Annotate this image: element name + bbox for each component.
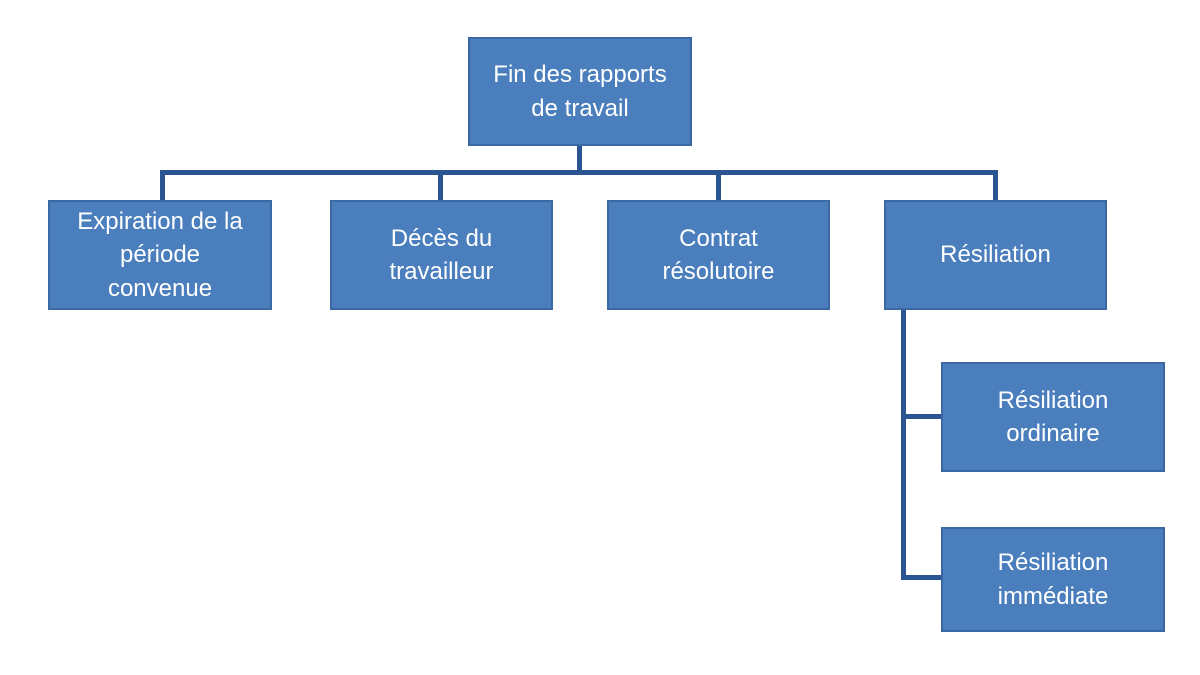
connector-stub-ordinaire (901, 414, 941, 419)
node-fin-des-rapports: Fin des rapports de travail (468, 37, 692, 146)
connector-drop-expiration (160, 170, 165, 200)
connector-drop-deces (438, 170, 443, 200)
connector-root-stub (577, 146, 582, 172)
node-contrat-resolutoire: Contrat résolutoire (607, 200, 830, 310)
connector-drop-contrat (716, 170, 721, 200)
node-resiliation-immediate: Résiliation immédiate (941, 527, 1165, 632)
connector-drop-resiliation (993, 170, 998, 200)
node-expiration-periode: Expiration de la période convenue (48, 200, 272, 310)
connector-resiliation-vertical (901, 310, 906, 580)
node-deces-travailleur: Décès du travailleur (330, 200, 553, 310)
node-resiliation: Résiliation (884, 200, 1107, 310)
connector-stub-immediate (901, 575, 941, 580)
node-resiliation-ordinaire: Résiliation ordinaire (941, 362, 1165, 472)
connector-horizontal-bus (160, 170, 998, 175)
